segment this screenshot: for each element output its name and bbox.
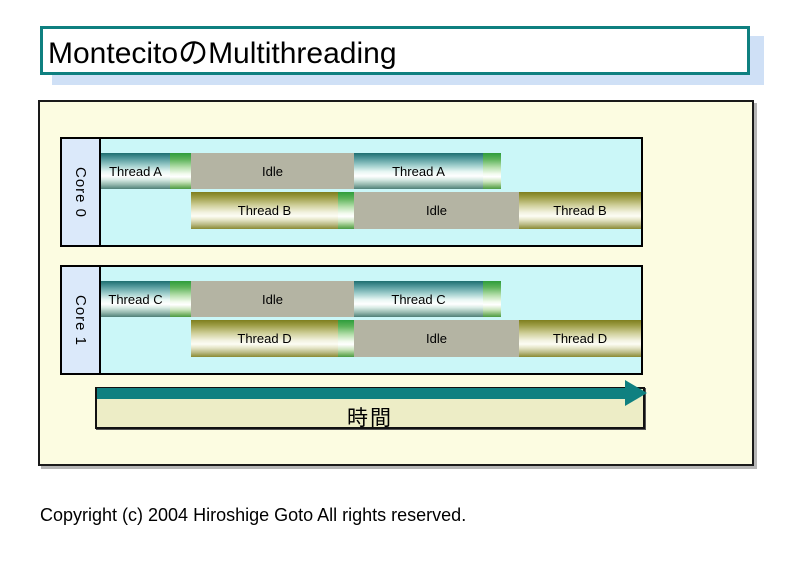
thread-switch-cap: [483, 153, 501, 189]
thread-run-bar: Thread A: [354, 153, 483, 189]
thread-switch-cap: [170, 153, 191, 189]
thread-bar-label: Thread D: [552, 331, 608, 346]
thread-switch-cap: [338, 192, 354, 229]
core1-threadD-row: Thread D Idle Thread D: [101, 320, 641, 357]
core0-panel: Core 0 Thread A Idle Thread A Thread B I…: [60, 137, 643, 247]
thread-run-bar: Thread A: [101, 153, 170, 189]
page-title: MontecitoのMultithreading: [48, 36, 397, 70]
idle-bar: Idle: [354, 192, 519, 229]
core0-threadB-row: Thread B Idle Thread B: [101, 192, 641, 229]
thread-bar-label: Thread C: [391, 291, 446, 307]
time-arrow-shaft: [97, 388, 627, 399]
time-arrow-head-icon: [625, 380, 647, 406]
core0-threadA-row: Thread A Idle Thread A: [101, 153, 641, 189]
idle-bar: Idle: [191, 281, 354, 317]
idle-bar-label: Idle: [426, 203, 447, 218]
thread-bar-label: Thread A: [109, 163, 162, 179]
thread-switch-cap: [170, 281, 191, 317]
core0-label-box: Core 0: [62, 139, 101, 245]
thread-run-bar: Thread B: [519, 192, 641, 229]
thread-bar-label: Thread B: [237, 203, 292, 218]
core1-label-box: Core 1: [62, 267, 101, 373]
idle-bar-label: Idle: [426, 331, 447, 346]
thread-switch-cap: [483, 281, 501, 317]
thread-run-bar: Thread C: [354, 281, 483, 317]
core1-threadC-row: Thread C Idle Thread C: [101, 281, 641, 317]
idle-bar-label: Idle: [262, 291, 283, 307]
thread-run-bar: Thread D: [519, 320, 641, 357]
idle-bar: Idle: [354, 320, 519, 357]
idle-bar: Idle: [191, 153, 354, 189]
core1-panel: Core 1 Thread C Idle Thread C Thread D I…: [60, 265, 643, 375]
time-axis-band: 時間: [95, 380, 647, 430]
thread-bar-label: Thread A: [392, 163, 445, 179]
idle-bar-label: Idle: [262, 163, 283, 179]
thread-run-bar: Thread C: [101, 281, 170, 317]
thread-bar-label: Thread B: [553, 203, 607, 218]
core1-timeline-lane: Thread C Idle Thread C Thread D Idle Thr…: [101, 267, 641, 373]
thread-run-bar: Thread B: [191, 192, 338, 229]
diagram-board: Core 0 Thread A Idle Thread A Thread B I…: [38, 100, 754, 466]
core0-label: Core 0: [72, 166, 89, 218]
time-axis-label: 時間: [347, 407, 393, 430]
thread-run-bar: Thread D: [191, 320, 338, 357]
copyright-text: Copyright (c) 2004 Hiroshige Goto All ri…: [40, 505, 467, 525]
thread-switch-cap: [338, 320, 354, 357]
core1-label: Core 1: [72, 294, 89, 346]
thread-bar-label: Thread C: [108, 291, 163, 307]
title-box: MontecitoのMultithreading: [40, 26, 750, 75]
thread-bar-label: Thread D: [237, 331, 292, 346]
core0-timeline-lane: Thread A Idle Thread A Thread B Idle Thr…: [101, 139, 641, 245]
